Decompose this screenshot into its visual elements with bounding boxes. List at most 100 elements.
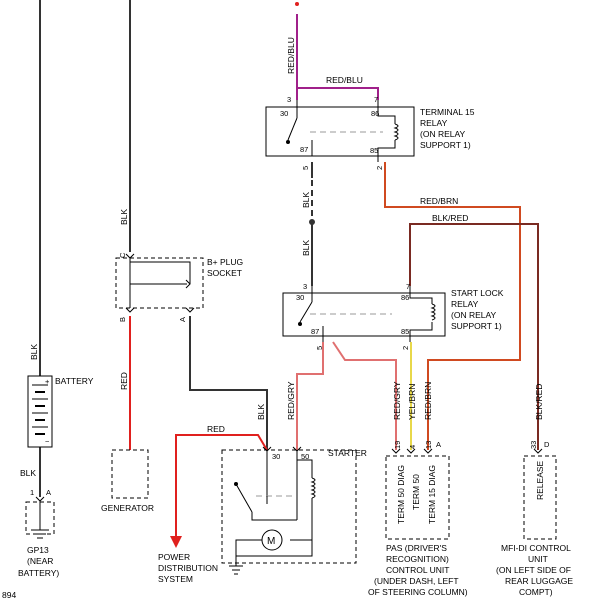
pas-unit-label: OF STEERING COLUMN) — [368, 587, 468, 597]
wire-blk-starter-feed — [189, 316, 268, 450]
label-blk-starter: BLK — [256, 404, 266, 420]
label-blk-left: BLK — [29, 344, 39, 360]
pin-label: 33 — [529, 441, 538, 449]
pin-label: 50 — [301, 452, 309, 461]
power-distribution-label: POWER — [158, 552, 190, 562]
label-blk-red-top: BLK/RED — [432, 213, 468, 223]
splice-dot — [295, 2, 299, 6]
pin-label: 87 — [311, 327, 319, 336]
pin-label: 13 — [424, 441, 433, 449]
pin-label: B — [118, 317, 127, 322]
label-yel-brn-pas: YEL/BRN — [407, 384, 417, 420]
ground-gp13: 1 A — [25, 488, 55, 539]
motor-symbol: M — [267, 536, 275, 547]
pas-unit-label: (UNDER DASH, LEFT — [374, 576, 459, 586]
mfi-unit-label: (ON LEFT SIDE OF — [496, 565, 571, 575]
bplus-socket-label: B+ PLUG — [207, 257, 243, 267]
label-red-gry-starter: RED/GRY — [286, 381, 296, 420]
bplus-socket-label: SOCKET — [207, 268, 242, 278]
pas-unit-label: RECOGNITION) — [386, 554, 449, 564]
label-red-blu-horizontal: RED/BLU — [326, 75, 363, 85]
mfi-unit-label: UNIT — [528, 554, 548, 564]
start-lock-relay: 3 7 30 86 87 85 5 2 — [282, 282, 446, 350]
pas-term-50-diag: TERM 50 DIAG — [396, 465, 406, 524]
pin-label: 30 — [272, 452, 280, 461]
svg-text:+: + — [45, 377, 50, 386]
pin-label: 86 — [371, 109, 379, 118]
start-lock-relay-label: START LOCK — [451, 288, 504, 298]
pin-label: 2 — [375, 166, 384, 170]
pin-label: 2 — [401, 346, 410, 350]
ground-label: (NEAR — [27, 556, 53, 566]
label-blk-relay-lower: BLK — [301, 240, 311, 256]
label-red-brn-top: RED/BRN — [420, 196, 458, 206]
terminal-15-relay-label: RELAY — [420, 118, 448, 128]
starter-label: STARTER — [328, 448, 367, 458]
pin-label: 1 — [30, 488, 34, 497]
pin-label: 3 — [303, 282, 307, 291]
pin-label: A — [178, 317, 187, 322]
pas-control-unit: 19 4 13 A TERM 50 DIAG TERM 50 TERM 15 D… — [385, 440, 450, 540]
start-lock-relay-label: (ON RELAY — [451, 310, 497, 320]
mfi-unit-label: MFI-DI CONTROL — [501, 543, 571, 553]
pin-label: 7 — [374, 95, 378, 104]
battery-label: BATTERY — [55, 376, 94, 386]
arrow-power-distribution — [170, 536, 182, 548]
label-red-brn-pas: RED/BRN — [423, 382, 433, 420]
pin-label: D — [544, 440, 550, 449]
wire-red-power-distribution — [175, 434, 268, 540]
pin-label: A — [46, 488, 51, 497]
battery-symbol: + − — [27, 375, 53, 448]
label-blk-ground: BLK — [20, 468, 36, 478]
pin-label: 85 — [370, 146, 378, 155]
svg-text:−: − — [45, 437, 50, 446]
bplus-plug-socket: C B A — [115, 252, 204, 322]
starter-motor: M 30 50 — [221, 446, 357, 575]
mfi-release: RELEASE — [535, 460, 545, 500]
pas-term-15-diag: TERM 15 DIAG — [427, 465, 437, 524]
label-blk-red-mfi: BLK/RED — [534, 384, 544, 420]
ground-label: BATTERY) — [18, 568, 59, 578]
label-red-generator: RED — [119, 372, 129, 390]
diagram-id: 894 — [2, 590, 16, 600]
pin-label: 5 — [301, 166, 310, 170]
pin-label: 3 — [287, 95, 291, 104]
label-red-gry-pas: RED/GRY — [392, 381, 402, 420]
pin-label: 4 — [408, 445, 417, 449]
wire-red-gry-pas — [332, 341, 397, 450]
label-red-power: RED — [207, 424, 225, 434]
start-lock-relay-label: SUPPORT 1) — [451, 321, 502, 331]
pin-label: 7 — [406, 282, 410, 291]
label-blk-relay-upper: BLK — [301, 192, 311, 208]
wire-red-brn-main — [384, 162, 521, 450]
label-blk-bplus: BLK — [119, 209, 129, 225]
power-distribution-label: SYSTEM — [158, 574, 193, 584]
generator-box — [111, 449, 149, 499]
wire-red-blu-jumper — [297, 87, 379, 100]
pas-unit-label: PAS (DRIVER'S — [386, 543, 447, 553]
pin-label: C — [118, 252, 127, 258]
pin-label: 5 — [315, 346, 324, 350]
pin-label: 85 — [401, 327, 409, 336]
start-lock-relay-label: RELAY — [451, 299, 479, 309]
ground-label: GP13 — [27, 545, 49, 555]
pin-label: 19 — [393, 441, 402, 449]
terminal-15-relay-label: (ON RELAY — [420, 129, 466, 139]
pin-label: 86 — [401, 293, 409, 302]
pas-term-50: TERM 50 — [411, 474, 421, 510]
pin-label: 87 — [300, 145, 308, 154]
wire-blk-red-main — [409, 223, 539, 450]
label-red-blu-vertical: RED/BLU — [286, 37, 296, 74]
mfi-unit-label: COMPT) — [519, 587, 553, 597]
generator-label: GENERATOR — [101, 503, 154, 513]
terminal-15-relay: 3 7 30 86 87 85 5 2 — [265, 95, 415, 170]
wire-red-gry-starter — [296, 342, 324, 450]
terminal-15-relay-label: TERMINAL 15 — [420, 107, 475, 117]
power-distribution-label: DISTRIBUTION — [158, 563, 218, 573]
pin-label: 30 — [280, 109, 288, 118]
pin-label: A — [436, 440, 441, 449]
mfi-unit-label: REAR LUGGAGE — [505, 576, 573, 586]
mfi-di-control-unit: 33 D RELEASE — [523, 440, 557, 540]
pas-unit-label: CONTROL UNIT — [386, 565, 449, 575]
